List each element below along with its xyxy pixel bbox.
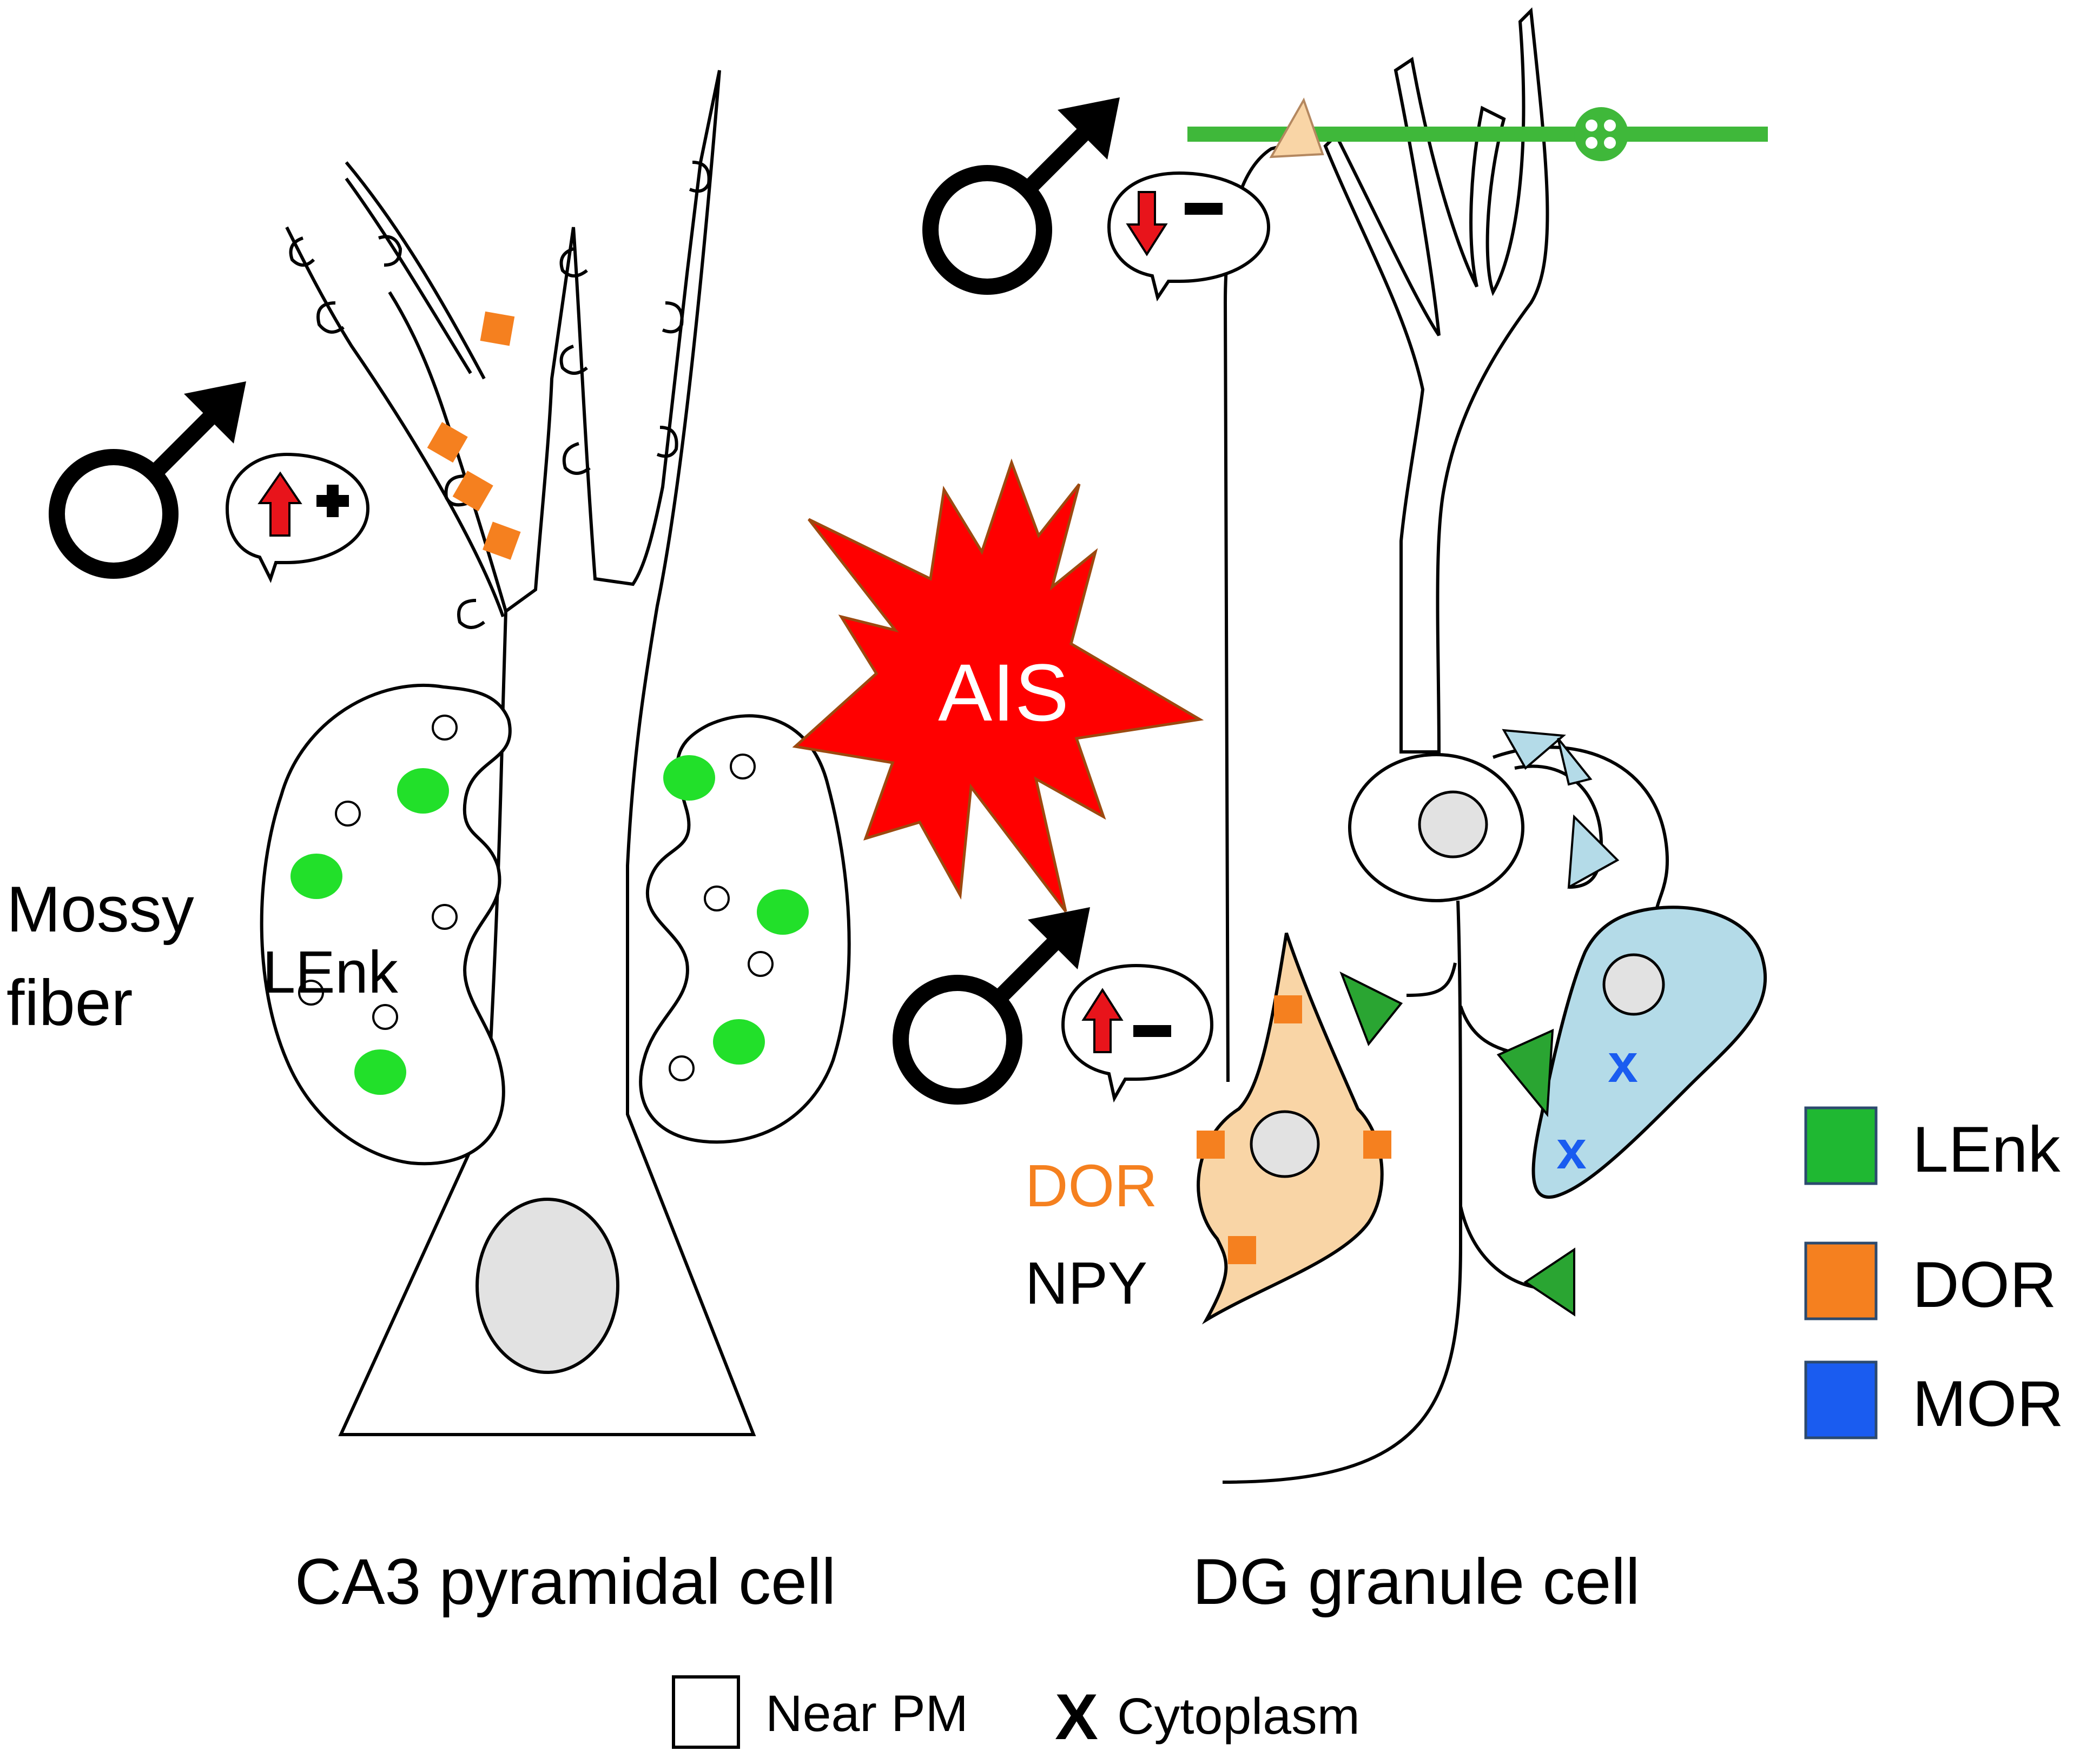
ca3-spine	[559, 345, 588, 375]
minus-sign-icon	[1133, 1025, 1171, 1037]
ca3-pyramidal-cell	[285, 70, 756, 1436]
lenk-vesicle	[757, 889, 809, 935]
lenk-vesicle	[290, 854, 342, 899]
near-pm-label: Near PM	[765, 1685, 968, 1742]
ca3-title: CA3 pyramidal cell	[295, 1545, 836, 1618]
lenk-vesicle	[354, 1049, 406, 1095]
male-symbol-icon	[57, 381, 246, 571]
arrow-up-icon	[257, 471, 302, 537]
plus-sign-icon	[316, 485, 349, 517]
ca3-nucleus	[476, 1198, 619, 1374]
mossy-fiber-label: fiber	[6, 967, 133, 1039]
legend-swatch-dor	[1804, 1241, 1878, 1320]
cytoplasm-label: Cytoplasm	[1117, 1688, 1360, 1745]
dg-axon-collateral	[1406, 962, 1457, 997]
speech-bubble-icon	[1107, 171, 1271, 302]
mossy-fiber-bouton-right	[639, 714, 851, 1144]
npy-terminal	[1269, 97, 1324, 158]
perforant-path-vesicles	[1586, 120, 1616, 149]
mor-x-mark: x	[1608, 1033, 1638, 1094]
clear-vesicles	[298, 715, 774, 1081]
mossy-fiber-label: Mossy	[6, 873, 194, 946]
npy-nucleus	[1250, 1110, 1320, 1178]
mor-x-mark: x	[1556, 1120, 1587, 1180]
male-symbol-icon	[901, 907, 1090, 1096]
ca3-spine	[457, 599, 485, 629]
speech-bubble-icon	[1061, 963, 1214, 1103]
ais-label: AIS	[938, 647, 1069, 738]
ca3-dendrite-left-d	[388, 291, 507, 612]
legend-swatch-lenk	[1804, 1106, 1878, 1185]
dor-label: DOR	[1025, 1153, 1157, 1219]
dg-basket-fiber	[1514, 764, 1603, 889]
minus-sign-icon	[1185, 203, 1223, 215]
ca3-spine	[689, 161, 711, 193]
lenk-vesicle	[663, 755, 715, 801]
dg-nucleus	[1418, 790, 1488, 858]
mor-terminal	[1502, 729, 1566, 770]
dor-receptors-ca3	[427, 311, 521, 560]
lenk-terminal	[1523, 1247, 1575, 1317]
dg-title: DG granule cell	[1192, 1545, 1640, 1618]
ca3-spine	[289, 236, 315, 267]
mor-nucleus	[1602, 953, 1665, 1016]
ca3-spine	[559, 247, 588, 278]
ca3-dendrite-left-b	[345, 161, 486, 380]
ca3-spine	[378, 235, 402, 267]
ca3-spine	[316, 301, 345, 334]
near-pm-swatch	[672, 1675, 740, 1749]
mor-interneuron	[1531, 906, 1767, 1199]
mossy-fiber-bouton-left	[260, 683, 512, 1166]
location-key: Near PM X Cytoplasm	[672, 1675, 1360, 1753]
arrow-down-icon	[1126, 191, 1168, 256]
ca3-spine	[656, 426, 678, 458]
ca3-dendrite-left-c	[345, 177, 472, 374]
ca3-spine	[662, 301, 684, 334]
lenk-terminal	[1339, 971, 1403, 1046]
legend-label-mor: MOR	[1912, 1367, 2064, 1440]
legend-label-lenk: LEnk	[1912, 1113, 2061, 1186]
dg-axon-collateral	[1459, 1206, 1537, 1289]
dor-receptors-npy	[1197, 995, 1391, 1264]
legend-label-dor: DOR	[1912, 1248, 2057, 1321]
lenk-terminal	[1496, 1028, 1554, 1118]
ca3-cell-outline	[338, 70, 756, 1436]
lenk-vesicle	[397, 768, 449, 814]
npy-axon	[1223, 142, 1293, 1082]
cytoplasm-symbol: X	[1055, 1681, 1098, 1753]
dg-dendrites	[1323, 7, 1549, 754]
mor-terminal	[1557, 737, 1593, 786]
speech-bubble-icon	[225, 452, 370, 583]
ca3-dendrite-left-a	[285, 226, 505, 618]
dg-axon	[1222, 900, 1463, 1484]
lenk-label: LEnk	[262, 939, 399, 1006]
npy-label: NPY	[1025, 1250, 1147, 1317]
male-symbol-icon	[930, 97, 1120, 287]
lenk-vesicle	[713, 1019, 765, 1065]
perforant-path-bouton	[1574, 107, 1628, 161]
mor-terminal	[1567, 814, 1620, 889]
ais-starburst	[792, 458, 1204, 913]
arrow-up-icon	[1081, 988, 1124, 1053]
legend-swatch-mor	[1804, 1360, 1878, 1439]
ca3-spine	[562, 442, 591, 475]
ca3-spine	[444, 474, 468, 507]
legend: LEnk DOR MOR	[1804, 1106, 2064, 1440]
